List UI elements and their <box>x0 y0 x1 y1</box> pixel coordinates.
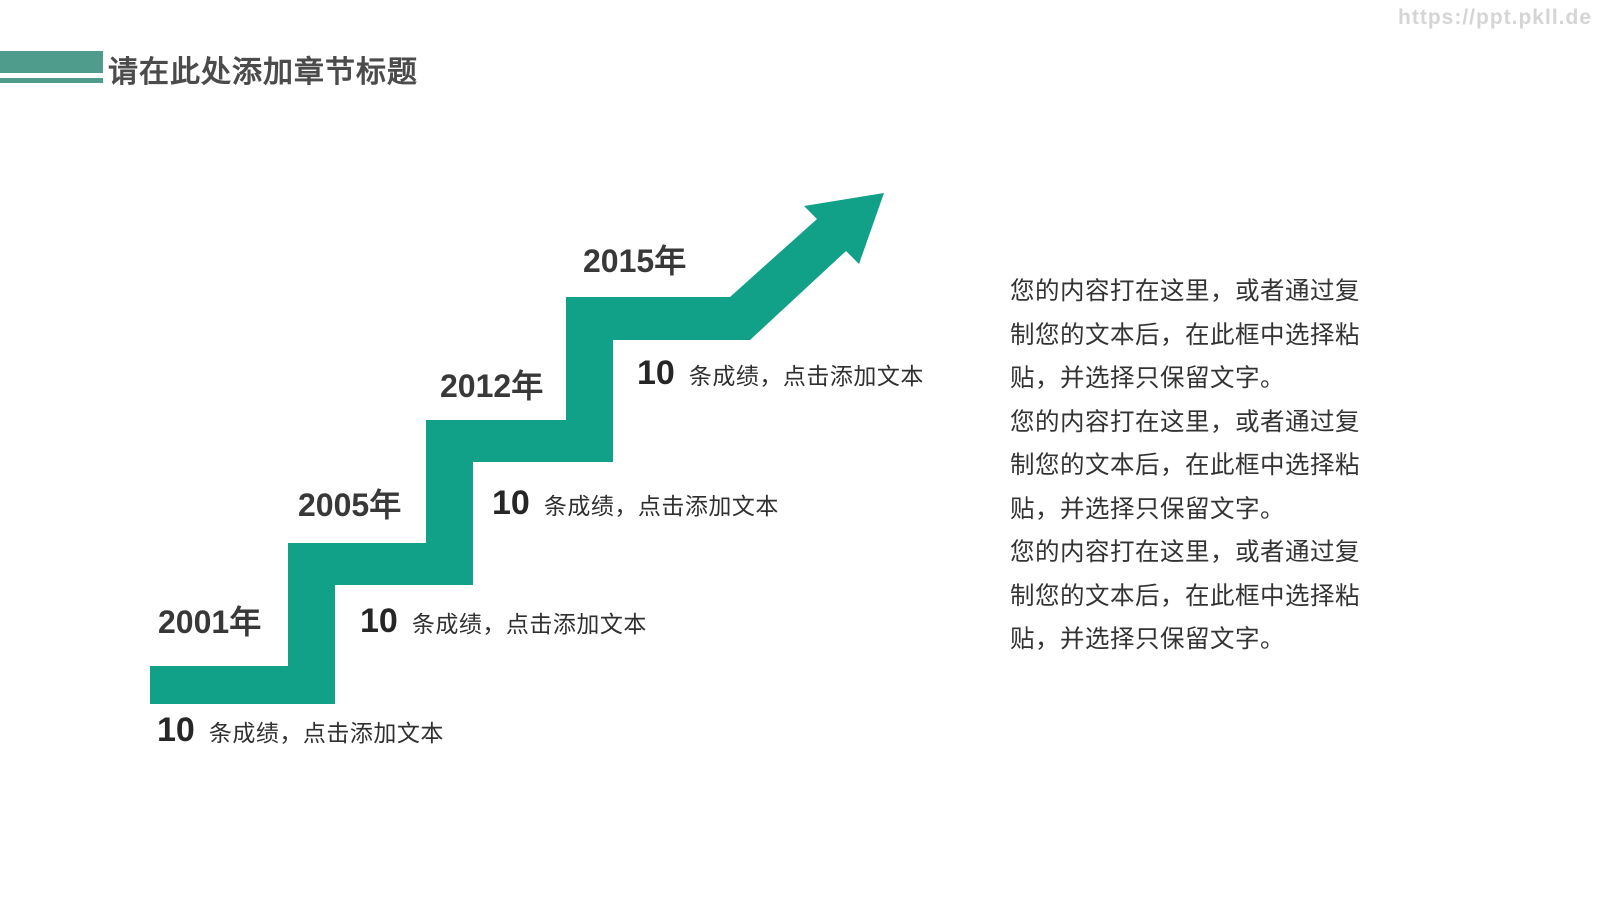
step-caption-3: 10 条成绩，点击添加文本 <box>492 483 779 523</box>
content-line: 贴，并选择只保留文字。 <box>1010 495 1285 523</box>
content-paragraph-1: 您的内容打在这里，或者通过复 制您的文本后，在此框中选择粘 贴，并选择只保留文字… <box>1010 270 1400 401</box>
step-caption-2-text: 条成绩，点击添加文本 <box>411 611 647 637</box>
content-line: 您的内容打在这里，或者通过复 <box>1010 539 1360 566</box>
year-label-2: 2005年 <box>298 487 402 523</box>
staircase-arrow-shape <box>150 193 884 704</box>
content-placeholder: 您的内容打在这里，或者通过复 制您的文本后，在此框中选择粘 贴，并选择只保留文字… <box>1010 270 1400 662</box>
content-line: 制您的文本后，在此框中选择粘 <box>1010 321 1360 349</box>
step-caption-4: 10 条成绩，点击添加文本 <box>637 353 924 393</box>
step-caption-3-number: 10 <box>492 484 530 522</box>
slide-title: 请在此处添加章节标题 <box>108 56 418 89</box>
step-caption-1-number: 10 <box>157 711 195 749</box>
step-caption-2: 10 条成绩，点击添加文本 <box>360 601 647 641</box>
step-caption-3-text: 条成绩，点击添加文本 <box>543 493 779 519</box>
title-accent-underline <box>0 78 103 83</box>
content-line: 制您的文本后，在此框中选择粘 <box>1010 452 1360 479</box>
content-line: 贴，并选择只保留文字。 <box>1010 626 1285 653</box>
content-line: 您的内容打在这里，或者通过复 <box>1010 278 1360 305</box>
step-caption-1-text: 条成绩，点击添加文本 <box>208 720 444 746</box>
step-caption-4-number: 10 <box>637 354 675 392</box>
content-line: 制您的文本后，在此框中选择粘 <box>1010 582 1360 610</box>
step-caption-2-number: 10 <box>360 602 398 640</box>
watermark-url: https://ppt.pkll.de <box>1398 6 1592 29</box>
content-line: 您的内容打在这里，或者通过复 <box>1010 408 1360 436</box>
year-label-4: 2015年 <box>583 243 687 279</box>
year-label-1: 2001年 <box>158 604 262 640</box>
content-line: 贴，并选择只保留文字。 <box>1010 365 1285 392</box>
step-caption-1: 10 条成绩，点击添加文本 <box>157 710 444 750</box>
year-label-3: 2012年 <box>440 368 544 404</box>
content-paragraph-3: 您的内容打在这里，或者通过复 制您的文本后，在此框中选择粘 贴，并选择只保留文字… <box>1010 531 1400 662</box>
title-accent-bar <box>0 51 103 73</box>
content-paragraph-2: 您的内容打在这里，或者通过复 制您的文本后，在此框中选择粘 贴，并选择只保留文字… <box>1010 401 1400 532</box>
step-caption-4-text: 条成绩，点击添加文本 <box>688 363 924 389</box>
